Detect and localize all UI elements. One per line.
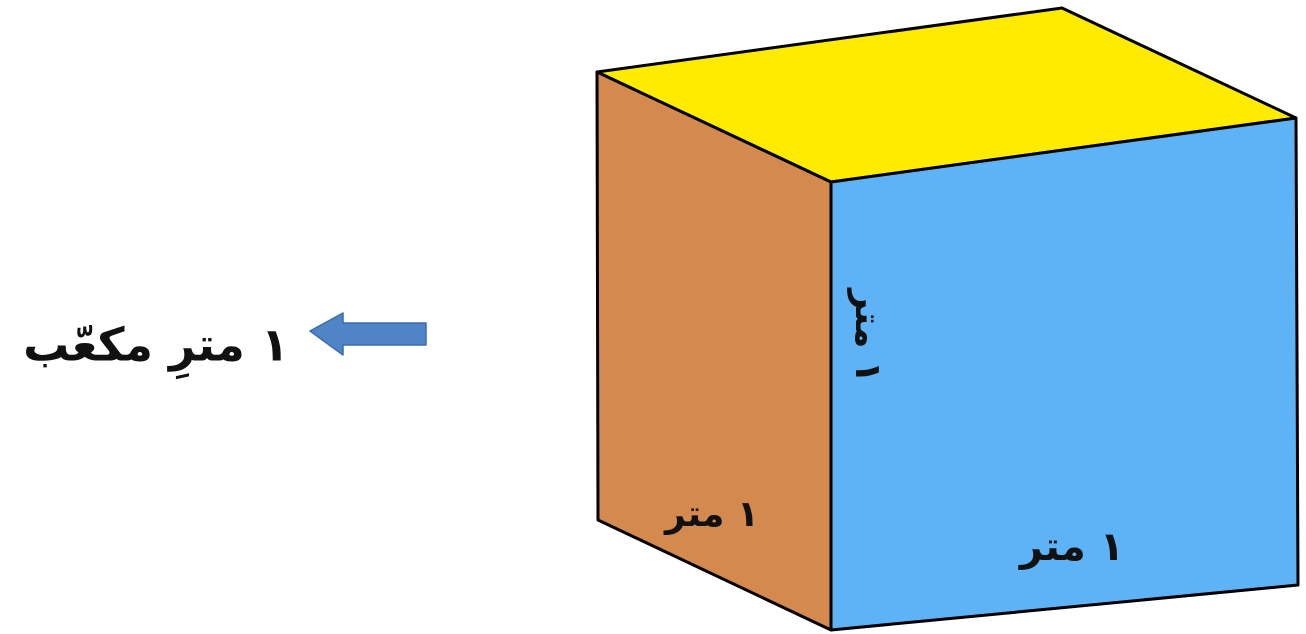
vertical-edge-label: ١ متر [847,287,888,383]
cube-front-face [829,116,1300,632]
left-arrow-icon [309,312,427,356]
front-edge-label: ١ متر [1018,524,1124,570]
cube-caption: ١ مترِ مكعّب [23,318,289,380]
side-edge-label: ١ متر [663,494,759,535]
